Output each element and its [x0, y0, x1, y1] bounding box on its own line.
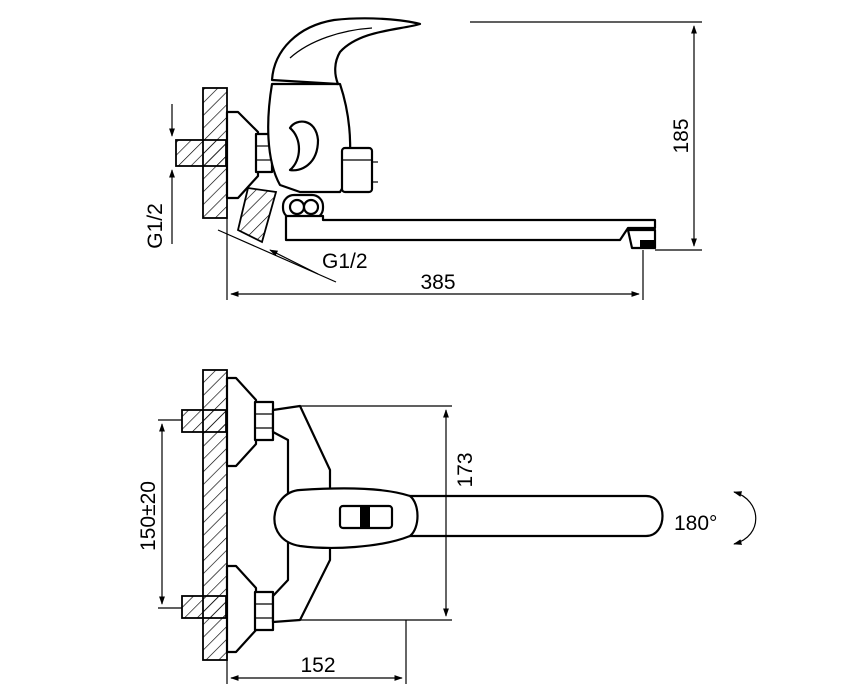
nut-lower [253, 590, 275, 632]
dim-spacing-150: 150±20 [137, 481, 160, 551]
dim-height-185: 185 [670, 118, 693, 153]
bottom-view: 150±20 173 152 180° [137, 369, 757, 684]
spout-bottom [398, 494, 664, 538]
lever-handle-top [270, 17, 422, 86]
inlet-pipe-top [175, 139, 227, 167]
inlet-pipe-upper [181, 409, 227, 433]
diverter-knob-top [340, 146, 374, 194]
top-view: 185 385 G1/2 G1/2 [144, 17, 702, 300]
thread-label-right: G1/2 [322, 250, 368, 273]
flange-top [225, 110, 260, 200]
flange-upper [225, 376, 258, 468]
flange-lower [225, 564, 258, 654]
rotation-label: 180° [674, 512, 717, 535]
dim-height-173: 173 [454, 452, 477, 487]
spout-top [284, 214, 657, 242]
thread-label-left: G1/2 [144, 203, 167, 249]
diverter-piece-top [236, 186, 278, 244]
dim-length-385: 385 [420, 271, 455, 294]
inlet-pipe-lower [181, 595, 227, 619]
rotation-arc-icon [733, 491, 757, 545]
nut-upper [253, 400, 275, 442]
dim-width-152: 152 [300, 654, 335, 677]
